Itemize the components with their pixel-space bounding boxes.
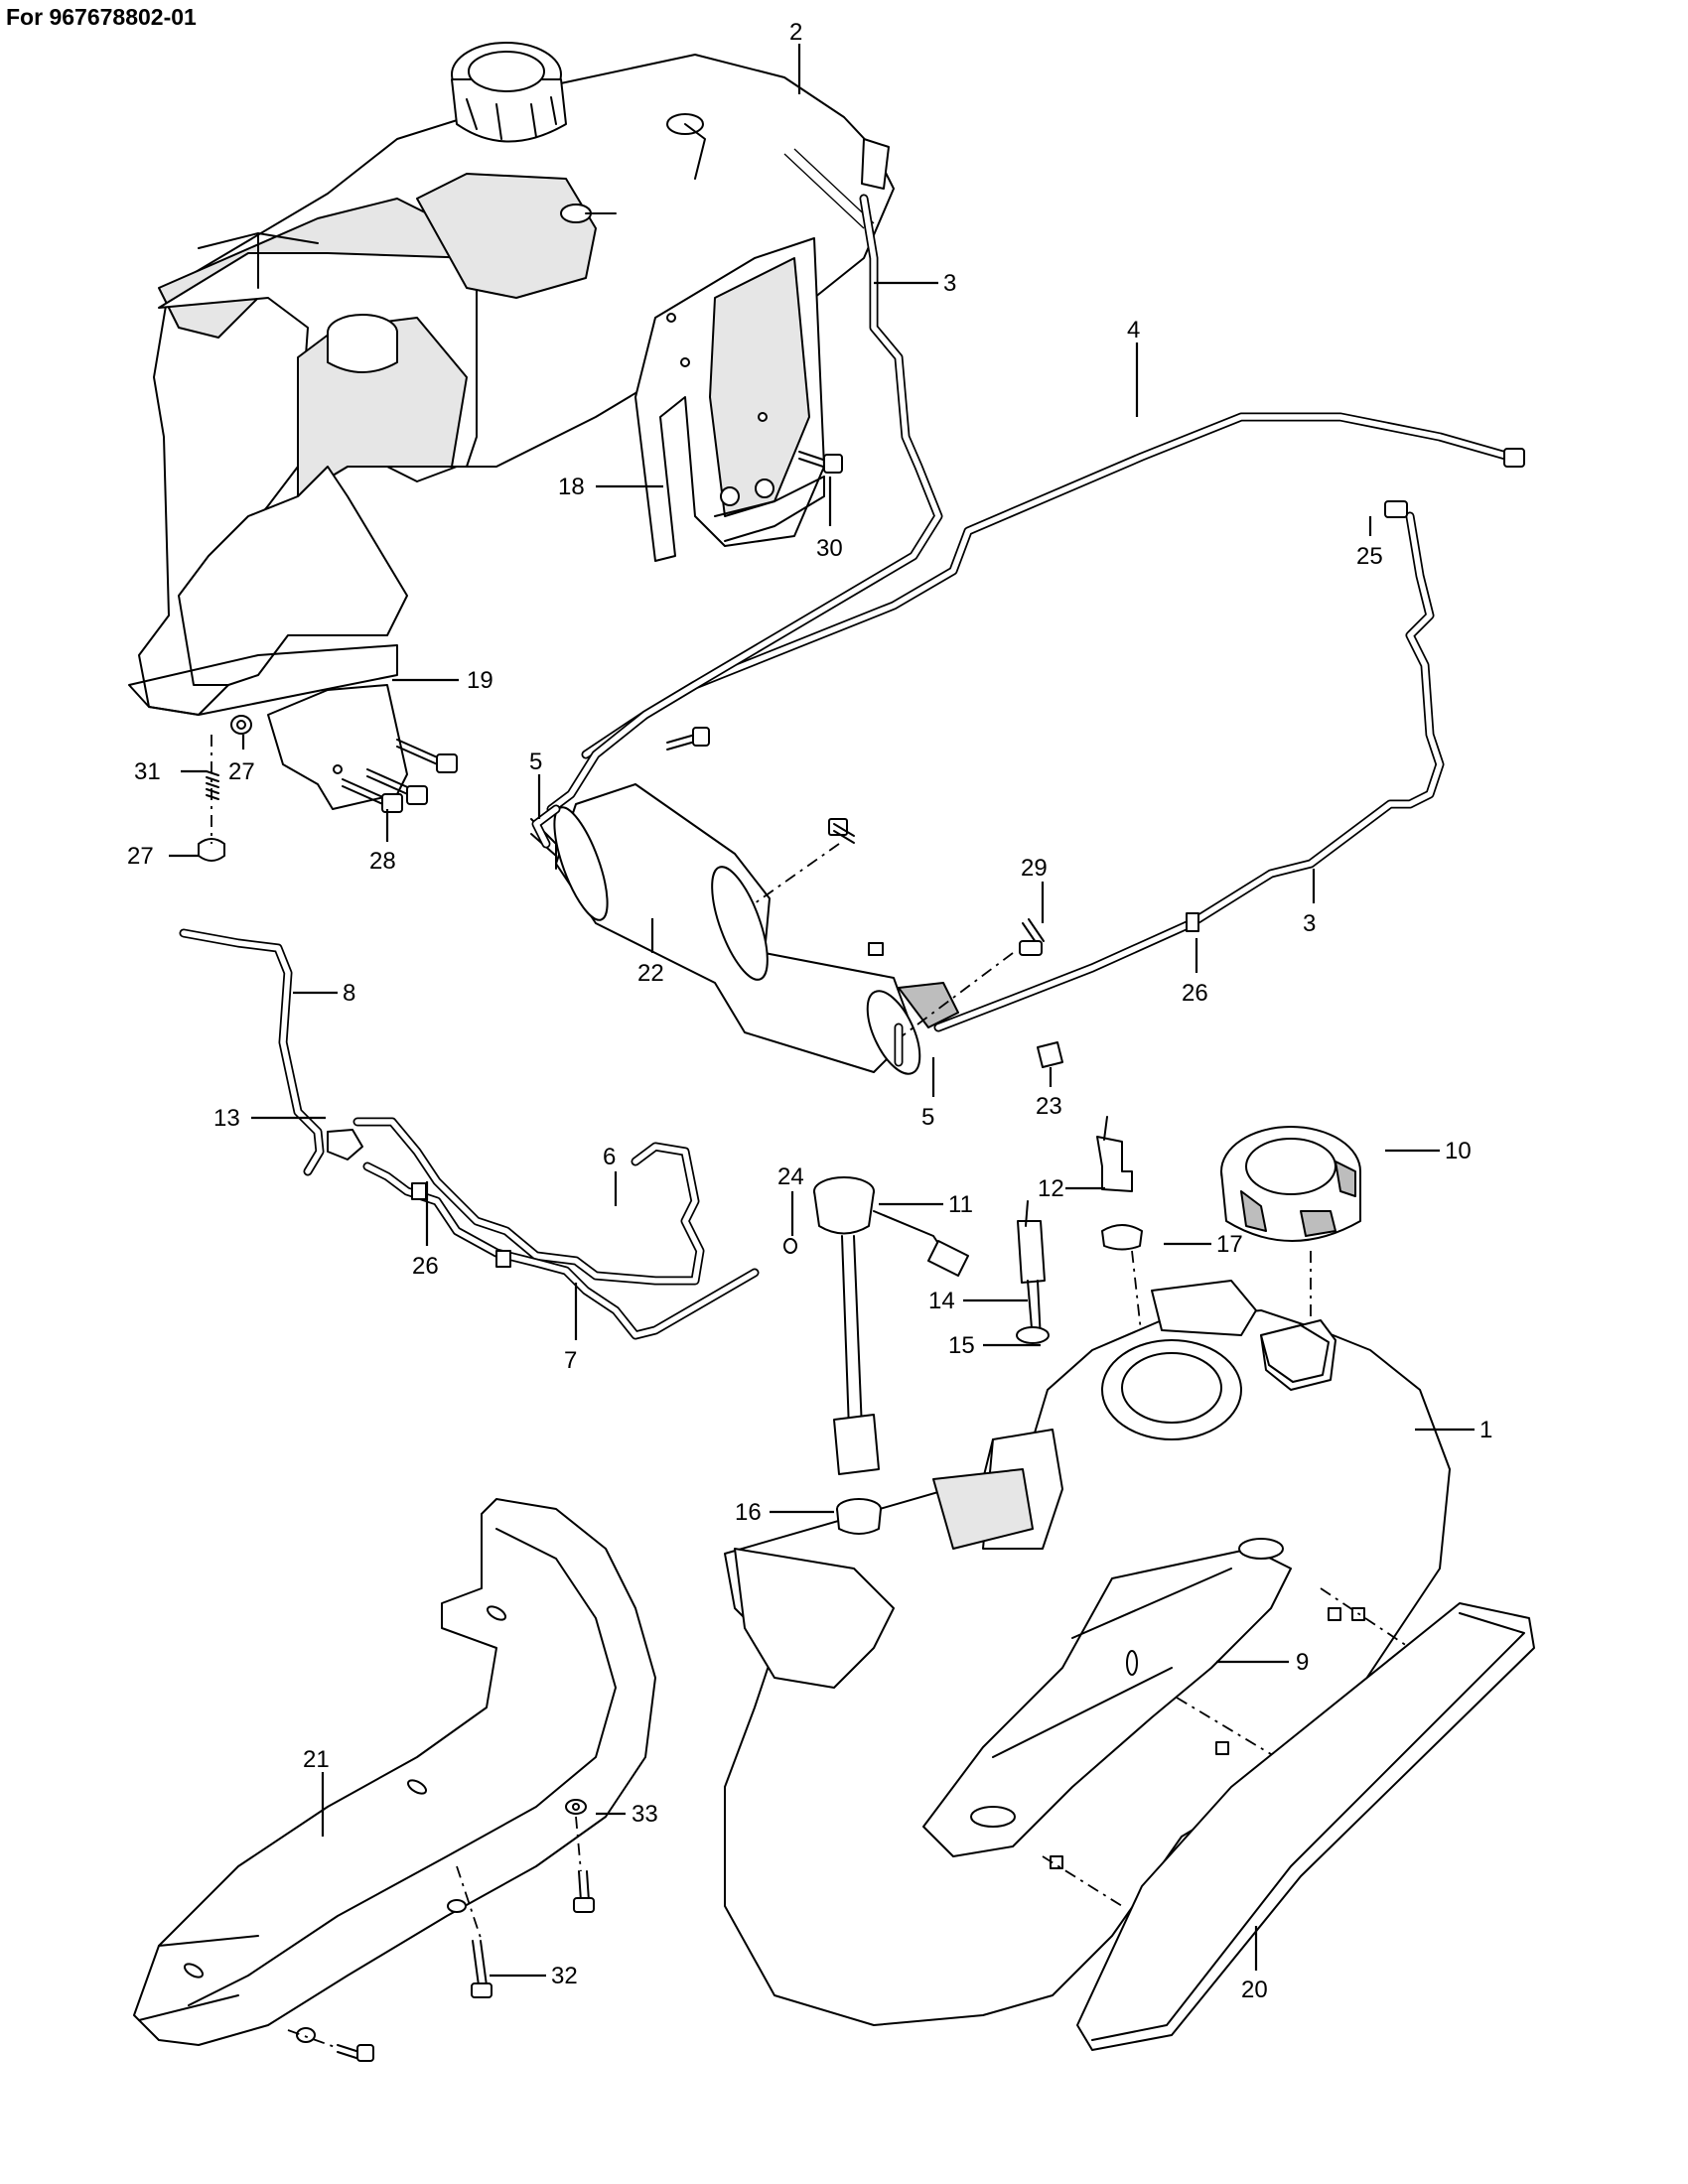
callout-15: 15 [948, 1332, 975, 1359]
washer-32 [447, 1899, 467, 1913]
callout-5-right: 5 [921, 1104, 934, 1131]
callout-10: 10 [1445, 1138, 1472, 1164]
callout-25: 25 [1356, 543, 1383, 570]
callout-24: 24 [777, 1163, 804, 1190]
fuel-cap-10 [1220, 1126, 1361, 1242]
callout-30: 30 [816, 535, 843, 562]
callout-6: 6 [603, 1144, 616, 1170]
callout-20: 20 [1241, 1977, 1268, 2003]
grommet-15 [1016, 1326, 1050, 1344]
callout-14: 14 [928, 1288, 955, 1314]
callout-4: 4 [1127, 317, 1140, 343]
callout-29: 29 [1021, 855, 1048, 882]
callout-31: 31 [134, 758, 161, 785]
fuel-line-7 [362, 1161, 760, 1340]
callout-22: 22 [637, 960, 664, 987]
washer-lower [296, 2027, 316, 2043]
fuel-line-6 [352, 1117, 705, 1286]
callout-18: 18 [558, 474, 585, 500]
mounting-bracket [634, 237, 825, 562]
fitting-12 [1096, 1116, 1133, 1192]
callout-26-lower: 26 [412, 1253, 439, 1280]
lower-bracket [267, 684, 408, 810]
spring-31 [206, 770, 219, 800]
grommet-17 [1101, 1224, 1143, 1251]
callout-33: 33 [632, 1801, 658, 1828]
callout-19: 19 [467, 667, 493, 694]
callout-27-upper: 27 [228, 758, 255, 785]
leader-lines [169, 44, 1475, 1978]
plug-24 [783, 1238, 797, 1254]
bolt-set-28 [342, 739, 458, 813]
callout-11: 11 [948, 1191, 973, 1218]
canister-bolts [666, 727, 855, 844]
main-fuel-tank [724, 1280, 1451, 2026]
fuel-sender-11 [813, 1176, 969, 1475]
callout-13: 13 [213, 1105, 240, 1132]
side-panel-20 [1076, 1602, 1535, 2051]
upper-fuel-tank [128, 42, 895, 716]
callout-27-lower: 27 [127, 843, 154, 870]
screw-33 [573, 1870, 595, 1913]
bolt-30 [798, 451, 843, 474]
callout-5-left: 5 [529, 749, 542, 775]
callout-16: 16 [735, 1499, 762, 1526]
clip-23 [1037, 1041, 1063, 1068]
screw-29 [1019, 918, 1045, 956]
washer-27-lower [198, 838, 225, 862]
washer-27-upper [230, 715, 252, 735]
screw-32 [471, 1940, 492, 1998]
callout-26-upper: 26 [1182, 980, 1208, 1007]
probe-14 [1017, 1200, 1046, 1341]
callout-32: 32 [551, 1963, 578, 1989]
grommet-16 [836, 1498, 882, 1535]
fender-21 [133, 1498, 656, 2046]
callout-8: 8 [343, 980, 355, 1007]
callout-28: 28 [369, 848, 396, 875]
fuel-line-3 [546, 194, 1445, 1032]
callout-3-upper: 3 [943, 270, 956, 297]
callout-1: 1 [1479, 1417, 1492, 1443]
callout-23: 23 [1036, 1093, 1062, 1120]
screw-lower [337, 2044, 374, 2062]
washer-33 [565, 1799, 587, 1815]
callout-labels: 2 3 4 18 30 25 19 5 31 27 27 28 29 22 3 … [127, 19, 1492, 2003]
callout-12: 12 [1038, 1175, 1064, 1202]
callout-3-lower: 3 [1303, 910, 1316, 937]
hose-5-left [531, 804, 561, 849]
callout-21: 21 [303, 1746, 330, 1773]
callout-7: 7 [564, 1347, 577, 1374]
page-title: For 967678802-01 [6, 4, 197, 30]
callout-17: 17 [1216, 1231, 1243, 1258]
callout-2: 2 [789, 19, 802, 46]
fitting-13 [327, 1129, 363, 1160]
fuel-line-8 [179, 928, 325, 1176]
callout-9: 9 [1296, 1649, 1309, 1676]
